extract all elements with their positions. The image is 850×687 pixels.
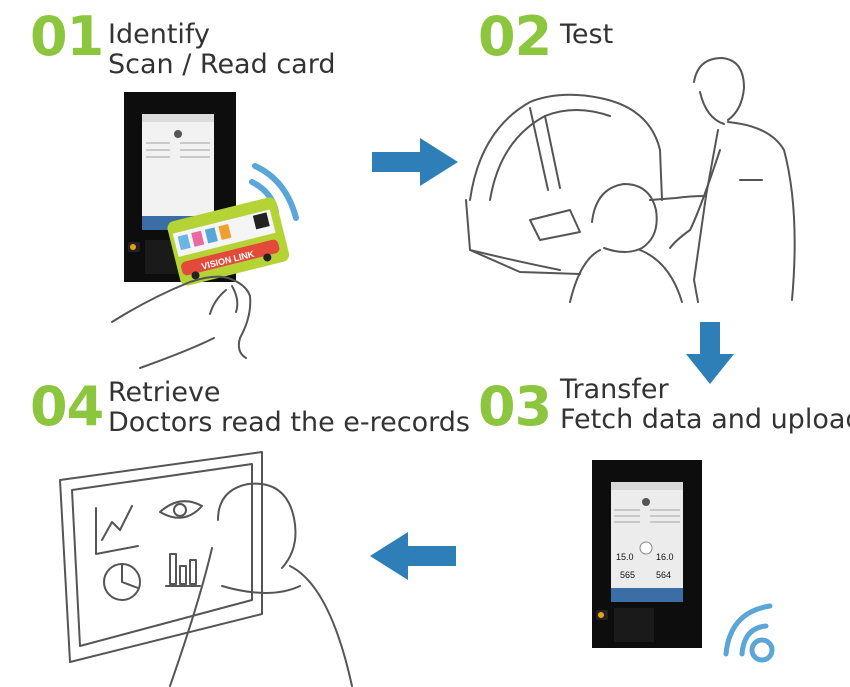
step-03-title: Transfer [560, 374, 669, 405]
hand-drawing [111, 275, 252, 369]
wifi-icon [723, 603, 775, 663]
step-02-number: 02 [478, 5, 552, 68]
arrow-down-icon [686, 322, 734, 384]
step-01-subtitle: Scan / Read card [108, 49, 336, 80]
perimeter-dome [469, 93, 663, 201]
arrow-left-icon [370, 532, 456, 580]
step-04-title: Retrieve [108, 377, 221, 408]
line-chart-icon [95, 507, 139, 555]
pie-chart-icon [103, 563, 141, 601]
step-01-title: Identify [108, 19, 210, 50]
card-brand-text: VISION LINK [200, 249, 255, 272]
vision-link-card: VISION LINK [167, 197, 290, 286]
step-03-number: 03 [478, 375, 552, 438]
bar-chart-icon [165, 553, 201, 587]
left-eye-value: 15.0 [616, 552, 634, 562]
left-bottom-value: 565 [620, 570, 635, 580]
monitor-frame [59, 451, 263, 663]
doctor-back-drawing [217, 482, 297, 569]
doctor-drawing [693, 57, 745, 121]
kiosk-device-results: 15.0 16.0 565 564 [592, 460, 702, 648]
right-eye-value: 16.0 [656, 552, 674, 562]
arrow-right-icon [372, 138, 458, 186]
kiosk-device [124, 92, 236, 282]
step-01-number: 01 [30, 5, 104, 68]
step-04-subtitle: Doctors read the e-records [108, 407, 470, 438]
eye-icon [159, 500, 203, 519]
wifi-icon [249, 163, 299, 221]
step-04-number: 04 [30, 375, 104, 438]
step-02-title: Test [560, 19, 614, 50]
right-bottom-value: 564 [656, 570, 671, 580]
patient-drawing [591, 183, 658, 253]
step-03-subtitle: Fetch data and upload [560, 404, 850, 435]
